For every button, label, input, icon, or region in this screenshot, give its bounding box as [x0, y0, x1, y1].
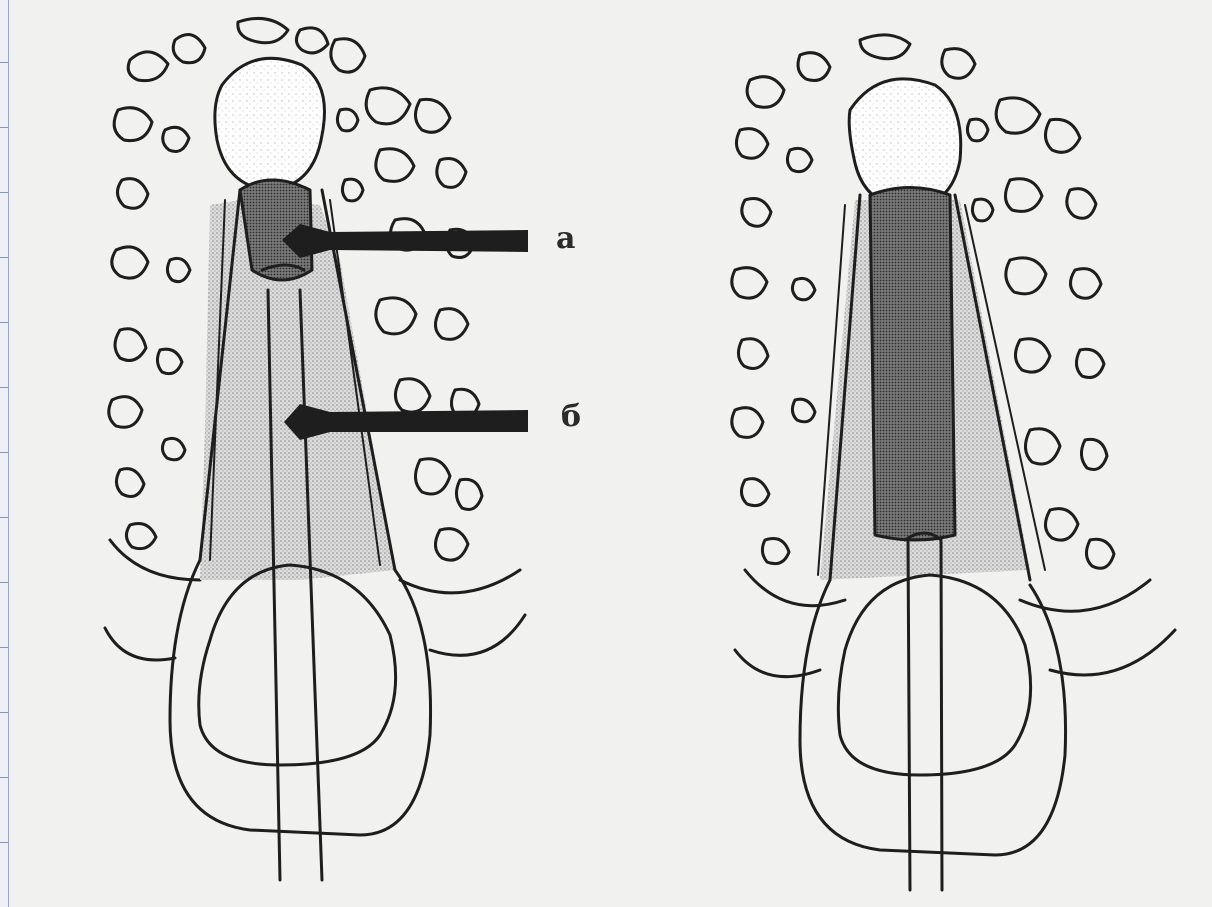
left-bone-crest-right	[400, 570, 520, 593]
right-bone-crest-right-outer	[1050, 630, 1175, 675]
right-bone-crest-right	[1020, 580, 1150, 611]
left-panel	[105, 18, 525, 880]
left-bone-crest-left-outer	[105, 628, 175, 660]
right-pulp-chamber	[838, 575, 1030, 775]
right-post	[905, 533, 942, 890]
right-panel	[732, 35, 1175, 890]
left-bone-crest-right-outer	[430, 615, 525, 655]
left-pulp-chamber	[199, 565, 396, 765]
left-bone-crest-left	[110, 540, 200, 580]
right-canal-filling	[870, 188, 955, 541]
label-a: а	[556, 224, 575, 254]
left-periapical-lesion	[215, 58, 325, 190]
label-b: б	[561, 402, 581, 432]
left-crown-outline	[170, 560, 431, 835]
arrow-a	[282, 224, 528, 258]
